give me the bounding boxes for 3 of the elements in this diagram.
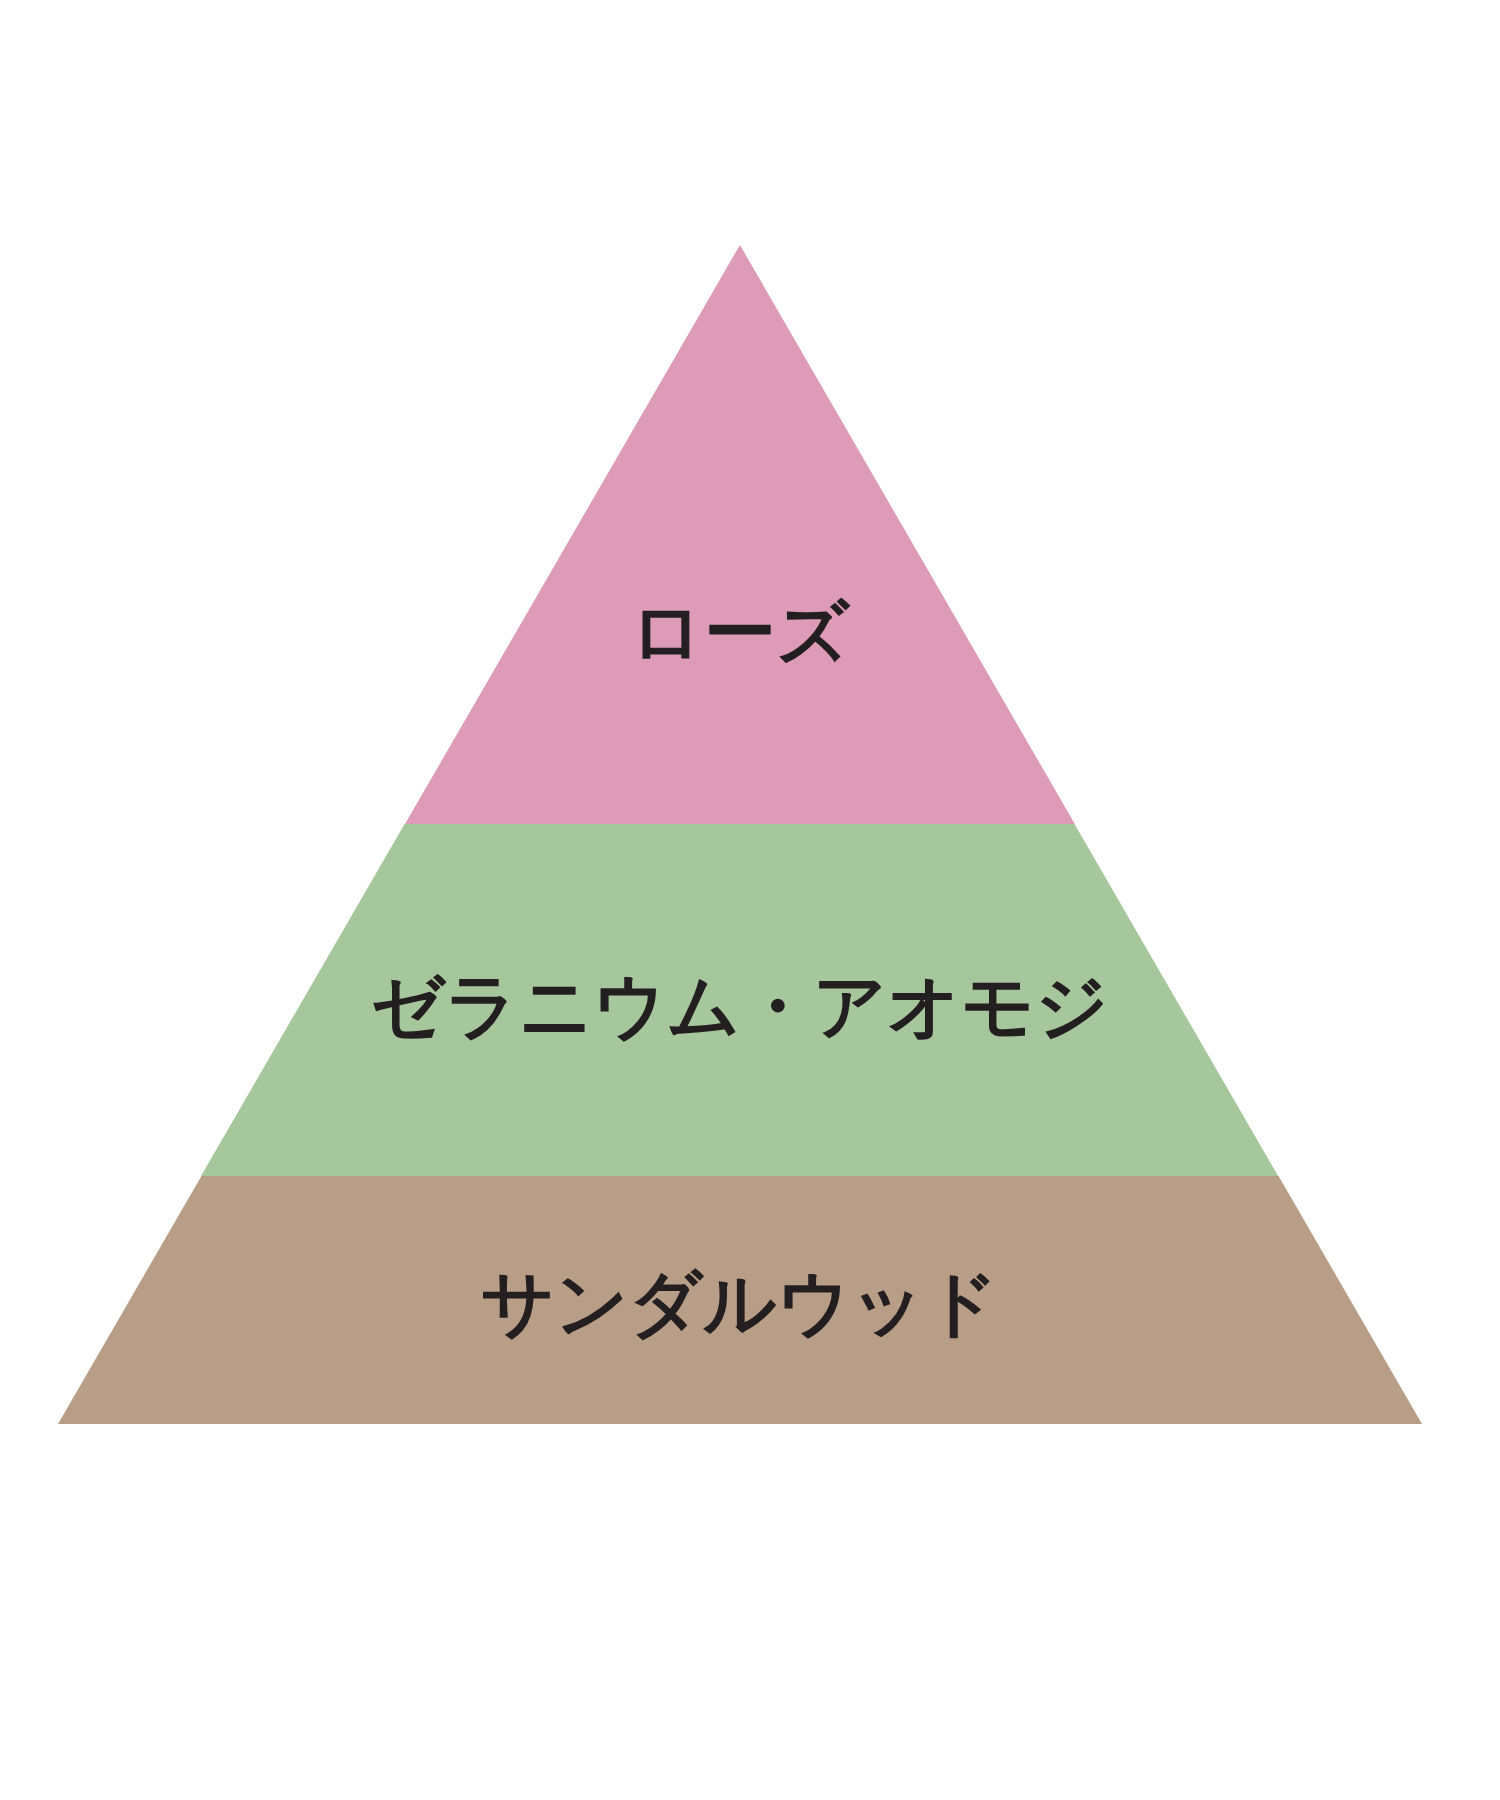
tier-label: サンダルウッド	[481, 1261, 999, 1345]
tier-label: ゼラニウム・アオモジ	[371, 964, 1109, 1048]
tier-label: ローズ	[630, 590, 850, 674]
